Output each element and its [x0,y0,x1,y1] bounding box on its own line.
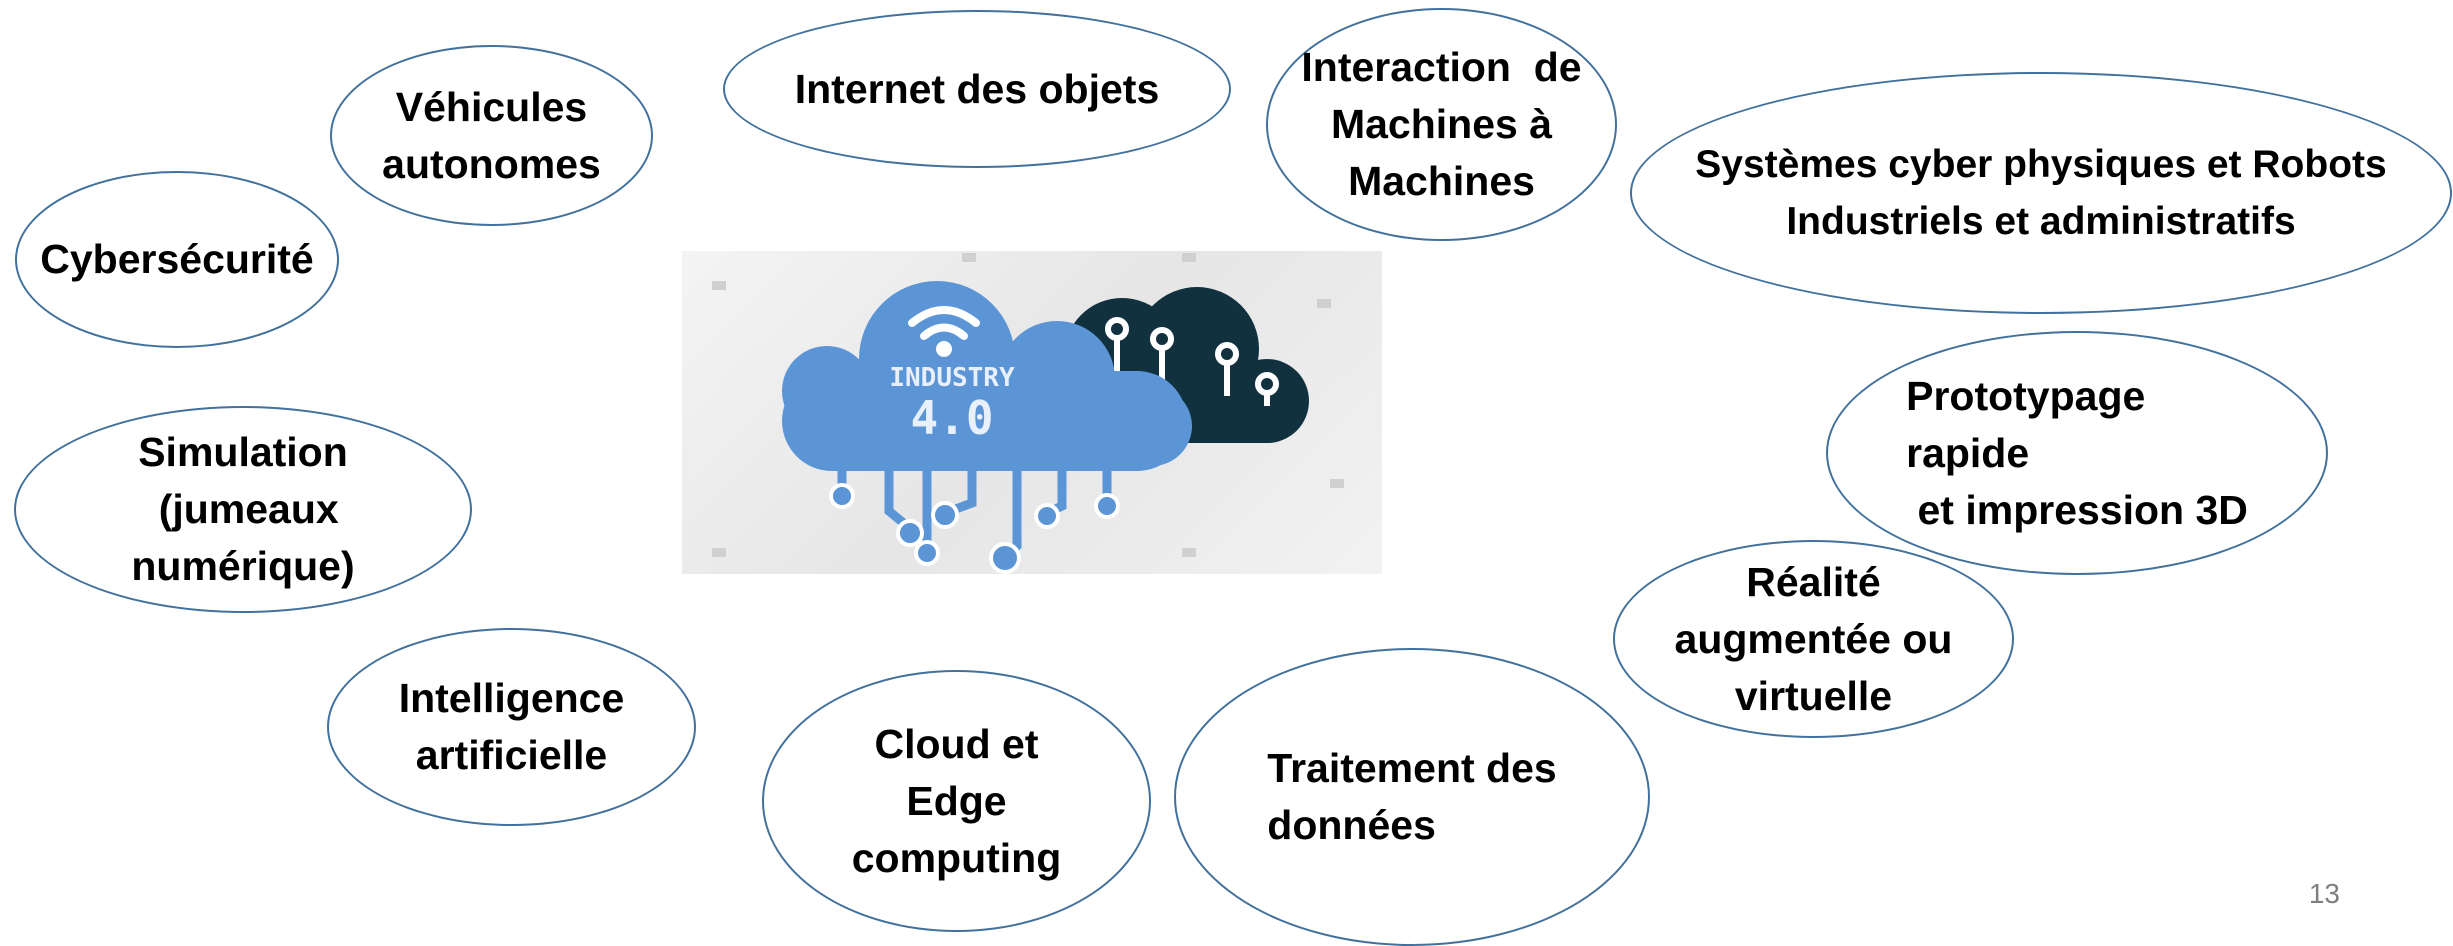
bubble-prototypage: Prototypage rapide et impression 3D [1826,331,2328,575]
bubble-systemes-cyber-physiques: Systèmes cyber physiques et Robots Indus… [1630,72,2452,314]
circuit-nodes [829,483,1120,574]
bubble-label: Interaction de Machines à Machines [1301,44,1582,204]
bubble-interaction-machines: Interaction de Machines à Machines [1266,8,1617,241]
page-number: 13 [2308,878,2340,909]
bubble-realite-augmentee: Réalité augmentée ou virtuelle [1613,540,2014,738]
industry-4-0-image: INDUSTRY 4.0 [682,251,1382,574]
blue-cloud-shape [782,281,1192,471]
bubble-cloud-edge-computing: Cloud et Edge computing [762,670,1151,932]
bubble-cybersecurite: Cybersécurité [15,171,339,348]
bubble-label: Intelligence artificielle [398,675,625,778]
wifi-icon [908,306,980,340]
bubble-vehicules-autonomes: Véhicules autonomes [330,45,653,226]
industry-caption: INDUSTRY [889,363,1015,393]
bubble-label: Internet des objets [794,65,1160,112]
bubble-intelligence-artificielle: Intelligence artificielle [327,628,696,826]
industry-4-0-cloud-icon: INDUSTRY 4.0 [712,253,1344,574]
bubble-label: Prototypage rapide et impression 3D [1906,372,2248,533]
bubble-label: Cybersécurité [40,236,314,282]
bubble-label: Simulation (jumeaux numérique) [131,429,355,589]
bubble-traitement-des-donnees: Traitement des données [1174,648,1650,946]
bubble-internet-des-objets: Internet des objets [723,10,1231,168]
bubble-label: Véhicules autonomes [382,83,601,187]
watermark-pattern [712,253,1344,557]
circuit-lines [837,461,1112,556]
bubble-label: Cloud et Edge computing [851,720,1062,881]
bubble-label: Traitement des données [1267,745,1557,848]
bubble-label: Réalité augmentée ou virtuelle [1674,558,1953,719]
bubble-simulation: Simulation (jumeaux numérique) [14,406,472,613]
version-caption: 4.0 [910,391,993,445]
bubble-label: Systèmes cyber physiques et Robots Indus… [1695,143,2387,243]
